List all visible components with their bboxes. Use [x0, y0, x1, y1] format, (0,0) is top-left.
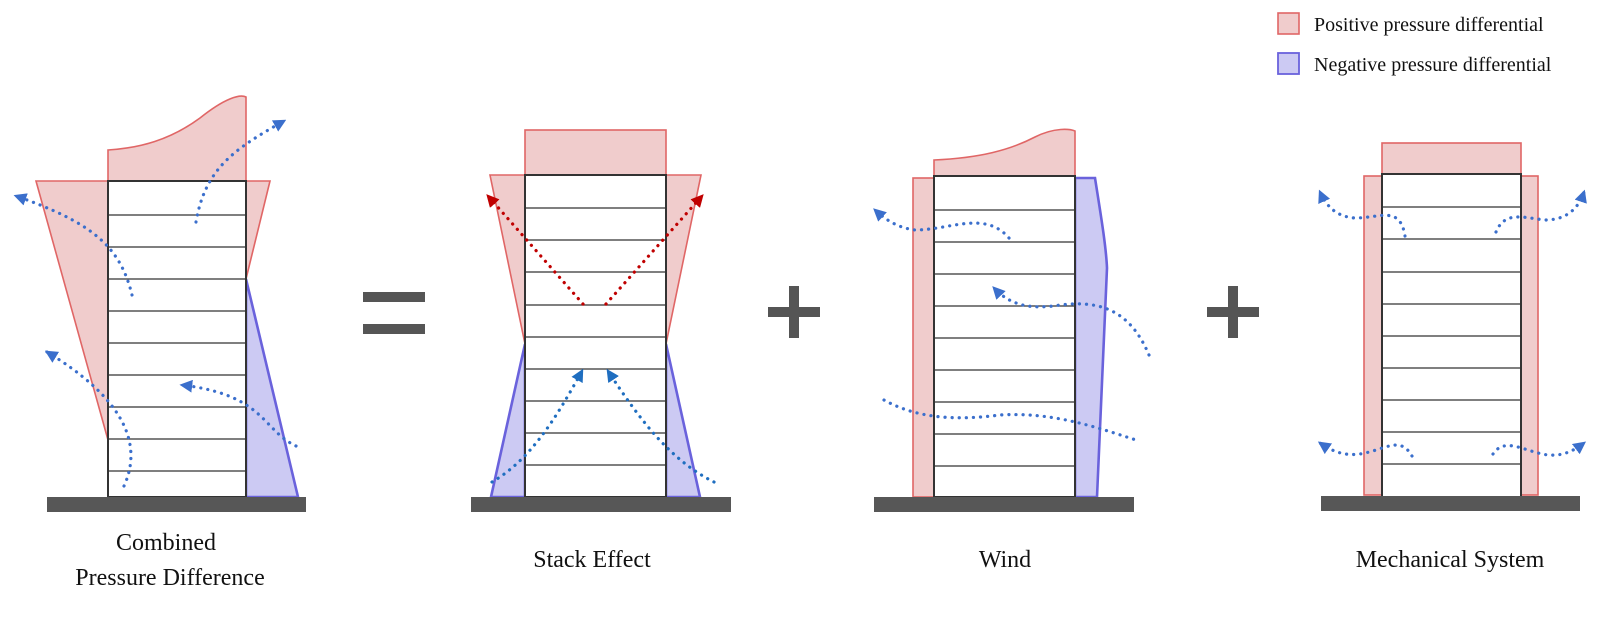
combined-airflow-left-upper: [13, 193, 134, 297]
combined-top-positive-profile: [107, 95, 247, 182]
mechanical-floor-lines: [1382, 206, 1521, 465]
mechanical-top-positive-profile: [1381, 142, 1522, 175]
wind-airflow-middle: [992, 286, 1151, 357]
combined-panel: Combined Pressure Difference: [13, 95, 306, 591]
legend-negative-swatch: [1277, 52, 1300, 75]
wind-airflow-lower: [882, 398, 1138, 442]
stack-panel: Stack Effect: [471, 129, 731, 573]
mechanical-left-positive-profile: [1363, 175, 1383, 496]
wind-right-negative-profile: [1073, 176, 1109, 499]
stack-top-positive-profile: [524, 129, 667, 177]
combined-airflow-top: [194, 119, 287, 224]
stack-left-negative-profile: [489, 343, 527, 499]
wind-airflow-upper: [873, 208, 1011, 240]
stack-left-positive-profile: [489, 174, 526, 345]
combined-caption-line1: Combined: [116, 530, 216, 556]
stack-building: [524, 174, 667, 498]
combined-airflow-left-lower: [44, 350, 133, 488]
stack-floor-lines: [525, 207, 666, 466]
stack-airflow-lower-left: [490, 368, 584, 484]
stack-caption: Stack Effect: [533, 547, 651, 573]
wind-left-positive-profile: [912, 177, 935, 498]
combined-floor-lines: [108, 214, 246, 472]
wind-panel: Wind: [873, 128, 1151, 573]
plus-sign: [1207, 286, 1259, 338]
stack-airflow-upper-right: [604, 194, 704, 306]
stack-right-negative-profile: [664, 343, 702, 499]
combined-caption-line2: Pressure Difference: [75, 565, 264, 591]
mechanical-ground: [1321, 496, 1580, 511]
legend: Positive pressure differential Negative …: [1277, 12, 1552, 76]
plus-sign: [768, 286, 820, 338]
equals-sign: [363, 292, 425, 334]
combined-airflow-right-lower: [179, 379, 298, 448]
stack-airflow-lower-right: [606, 368, 716, 484]
legend-negative-label: Negative pressure differential: [1314, 54, 1552, 76]
wind-ground: [874, 497, 1134, 512]
mechanical-airflow-upper-right: [1494, 189, 1587, 234]
combined-right-negative-profile: [244, 278, 300, 499]
combined-building: [107, 180, 247, 498]
combined-right-positive-profile: [245, 180, 272, 280]
stack-right-positive-profile: [665, 174, 702, 345]
combined-ground: [47, 497, 306, 512]
legend-positive-swatch: [1277, 12, 1300, 35]
mechanical-airflow-lower-right: [1491, 441, 1587, 457]
stack-airflow-upper-left: [486, 194, 585, 306]
mechanical-airflow-upper-left: [1318, 189, 1407, 238]
wind-top-positive-profile: [933, 128, 1076, 177]
mechanical-caption: Mechanical System: [1356, 547, 1545, 573]
legend-positive-label: Positive pressure differential: [1314, 14, 1544, 36]
wind-floor-lines: [934, 209, 1075, 467]
mechanical-right-positive-profile: [1520, 175, 1539, 496]
stack-ground: [471, 497, 731, 512]
mechanical-panel: Mechanical System: [1317, 142, 1587, 573]
wind-caption: Wind: [979, 547, 1031, 573]
mechanical-airflow-lower-left: [1317, 441, 1414, 458]
